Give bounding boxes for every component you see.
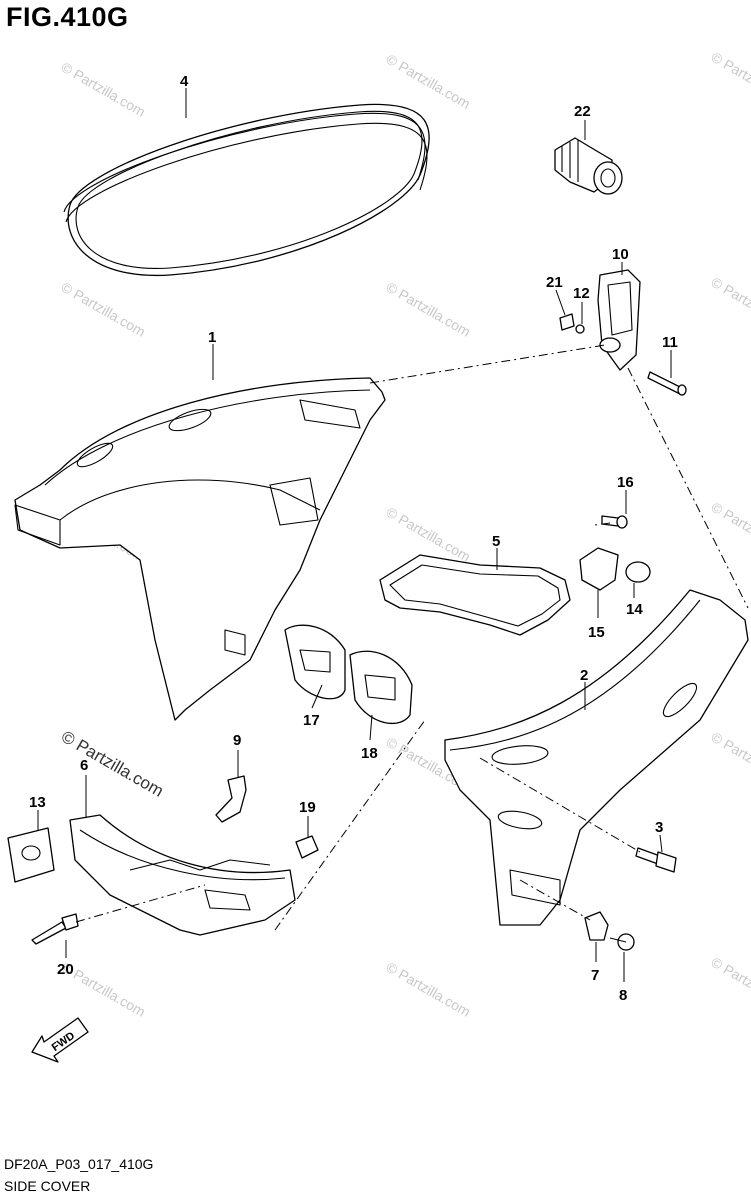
parts-diagram: © Partzilla.com © Partzilla.com © Partzi… [7,49,751,1063]
callout-11: 11 [662,334,678,351]
callout-18: 18 [361,745,378,762]
watermark: © Partzilla.com [59,279,149,340]
part-11-pin [647,371,687,396]
callout-16: 16 [617,474,634,491]
part-5-gasket [379,554,571,636]
watermark: © Partzilla.com [709,954,751,1015]
callout-labels: 4 22 10 21 12 1 11 16 5 14 15 2 17 9 18 … [29,73,678,1004]
callout-5: 5 [492,533,500,550]
watermark-prominent: © Partzilla.com [58,727,167,801]
part-2-right-side-cover [444,589,749,926]
part-21-clip [559,313,575,331]
assembly-lines [75,344,749,931]
watermark: © Partzilla.com [384,51,474,112]
watermark: © Partzilla.com [59,59,149,120]
figure-name: SIDE COVER [4,1178,91,1194]
part-14-cap [625,561,651,583]
watermark: © Partzilla.com [709,729,751,790]
callout-10: 10 [612,246,629,263]
part-15-bracket [579,547,619,591]
callout-14: 14 [626,601,643,618]
callout-22: 22 [574,103,591,120]
callout-13: 13 [29,794,46,811]
part-7-grommet [584,911,609,941]
callout-6: 6 [80,757,88,774]
part-8-screw [609,933,635,951]
callout-21: 21 [546,274,563,291]
callout-2: 2 [580,667,588,684]
callout-1: 1 [208,329,216,346]
part-22-grommet [554,137,623,195]
figure-code: DF20A_P03_017_410G [4,1156,154,1172]
watermark: © Partzilla.com [709,499,751,560]
callout-9: 9 [233,732,241,749]
part-10-latch-bracket [597,269,641,371]
part-20-rivet [31,913,79,945]
part-1-left-side-cover [14,377,386,721]
leader-lines [37,88,672,982]
part-17-seal [284,624,346,700]
callout-17: 17 [303,712,320,729]
watermark: © Partzilla.com [384,959,474,1020]
part-9-bracket [215,775,247,823]
watermark: © Partzilla.com [709,49,751,110]
part-18-seal [349,650,413,724]
watermark: © Partzilla.com [384,279,474,340]
part-16-screw [601,515,628,529]
callout-20: 20 [57,961,74,978]
callout-12: 12 [573,285,590,302]
callout-8: 8 [619,987,627,1004]
part-19-spacer [295,835,319,859]
part-6-lower-cover [69,814,296,936]
callout-15: 15 [588,624,605,641]
watermark: © Partzilla.com [709,274,751,335]
part-3-bolt [635,847,677,873]
callout-3: 3 [655,819,663,836]
fwd-direction-arrow: FWD [31,1017,89,1063]
figure-title: FIG.410G [6,2,129,32]
callout-7: 7 [591,967,599,984]
part-4-seal-ring [63,103,430,277]
callout-4: 4 [180,73,189,90]
part-13-grommet [7,827,55,883]
callout-19: 19 [299,799,316,816]
watermark: © Partzilla.com [384,504,474,565]
part-12-washer [575,324,585,334]
